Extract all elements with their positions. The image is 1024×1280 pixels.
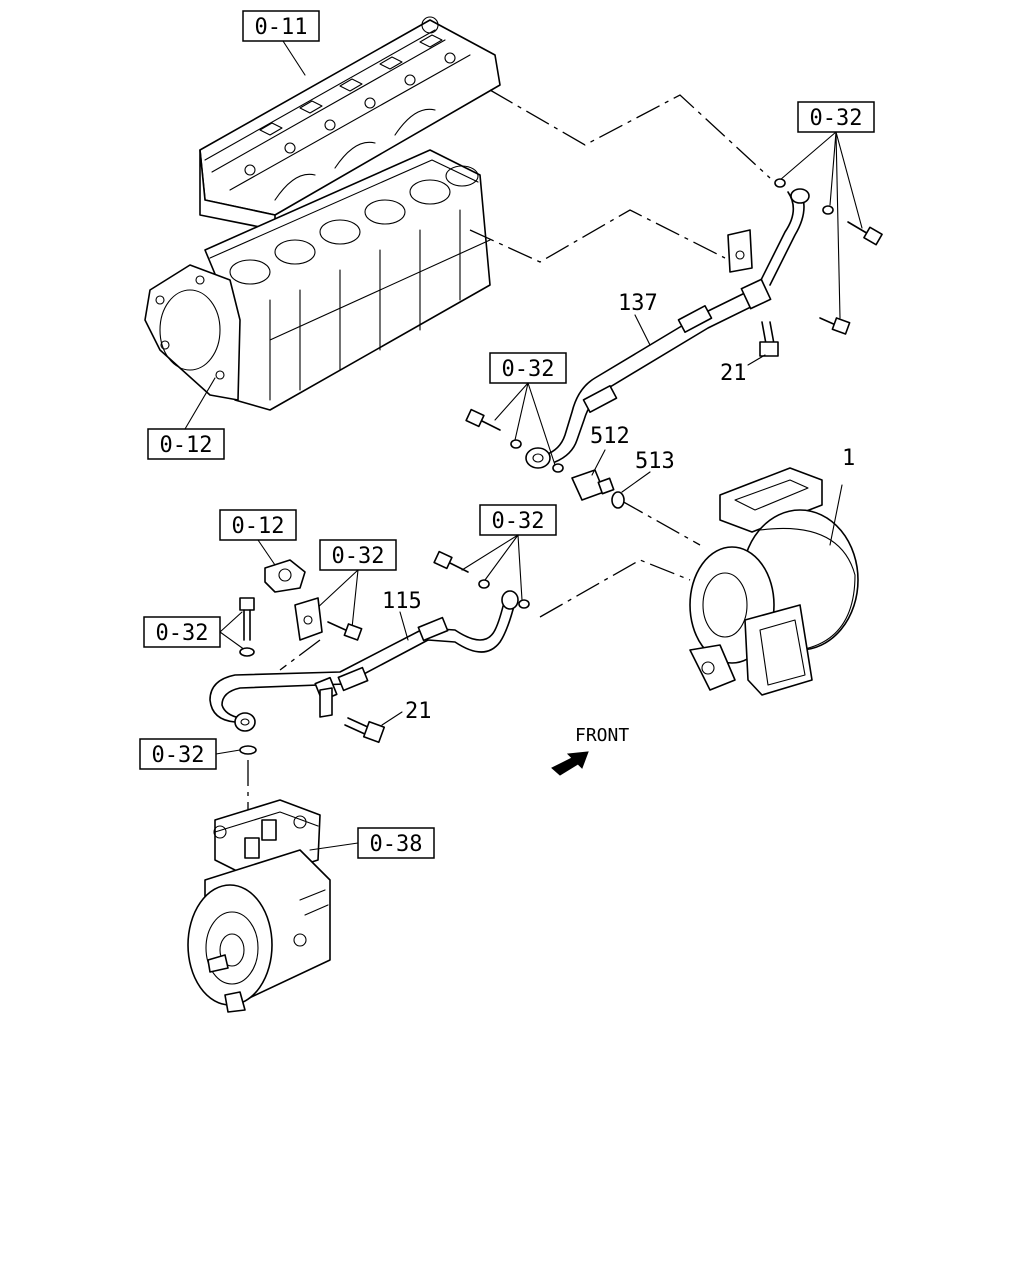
- washer-icon: [774, 178, 786, 188]
- washer-icon: [239, 745, 257, 755]
- cylinder-block: [144, 149, 491, 411]
- bolt-icon: [327, 621, 363, 641]
- part-oil-pipe-upper: 137: [618, 291, 658, 316]
- bolt-icon: [847, 221, 883, 246]
- ref-box-cylinder-head: [242, 10, 320, 42]
- bolt-icon: [239, 597, 255, 641]
- connector: [571, 469, 615, 501]
- ref-washer-lower: 0-32: [152, 743, 205, 768]
- front-label: FRONT: [575, 725, 629, 746]
- ref-air-compressor: 0-38: [370, 832, 423, 857]
- ref-cylinder-head: 0-11: [255, 15, 308, 40]
- front-arrow-icon: [551, 751, 589, 776]
- washer-icon: [518, 599, 530, 609]
- ref-box-cylinder-block: [147, 428, 225, 460]
- oil-pipe-upper: [525, 188, 810, 469]
- washer-icon: [510, 439, 522, 449]
- washer-icon: [478, 579, 490, 589]
- part-turbocharger: 1: [842, 446, 855, 471]
- cylinder-head: [199, 16, 501, 231]
- bolt-lower: [344, 717, 386, 744]
- ref-cylinder-block: 0-12: [160, 433, 213, 458]
- part-gasket: 513: [635, 449, 675, 474]
- turbocharger: [689, 467, 859, 696]
- gear-case-icon: [264, 559, 306, 593]
- ref-box-air-compressor: [357, 827, 435, 859]
- part-bolt-upper: 21: [720, 361, 747, 386]
- oil-pipe-lower: [209, 590, 519, 732]
- bolt-icon: [819, 317, 851, 335]
- bolt-icon: [433, 550, 469, 573]
- part-connector: 512: [590, 424, 630, 449]
- gasket-icon: [611, 491, 625, 509]
- ref-gear-case: 0-12: [232, 514, 285, 539]
- ref-box-washer-lower: [139, 738, 217, 770]
- bracket-icon: [294, 597, 323, 641]
- ref-box-fitting-mid-left: [489, 352, 567, 384]
- ref-fitting-mid-left: 0-32: [502, 357, 555, 382]
- washer-icon: [239, 647, 255, 657]
- part-oil-pipe-lower: 115: [382, 589, 422, 614]
- washer-icon: [552, 463, 564, 473]
- bolt-upper: [759, 321, 779, 357]
- bolt-icon: [465, 408, 501, 431]
- part-bolt-lower: 21: [405, 699, 432, 724]
- ref-bolt-left: 0-32: [156, 621, 209, 646]
- ref-box-fitting-mid-center: [479, 504, 557, 536]
- ref-bracket-fitting: 0-32: [332, 544, 385, 569]
- air-compressor: [187, 799, 331, 1013]
- washer-icon: [822, 205, 834, 215]
- ref-fitting-top-right: 0-32: [810, 106, 863, 131]
- ref-fitting-mid-center: 0-32: [492, 509, 545, 534]
